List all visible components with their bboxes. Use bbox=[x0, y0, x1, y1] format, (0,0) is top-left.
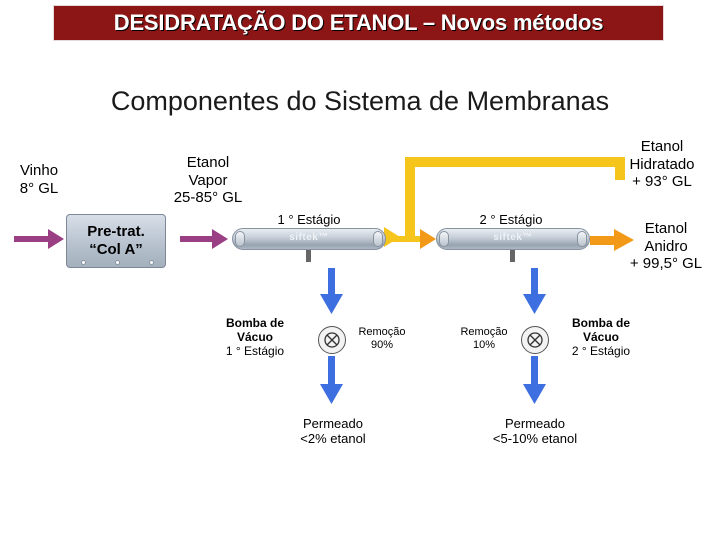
permeate-arrow-1a-shaft bbox=[328, 268, 335, 296]
permeate-arrow-2a-shaft bbox=[531, 268, 538, 296]
pretreatment-label-2: “Col A” bbox=[89, 241, 143, 258]
feed-arrow-icon bbox=[48, 229, 64, 249]
product-arrow-shaft bbox=[590, 236, 616, 245]
title-banner: DESIDRATAÇÃO DO ETANOL – Novos métodos bbox=[53, 5, 664, 41]
diagram-subtitle: Componentes do Sistema de Membranas bbox=[110, 86, 610, 116]
pretreatment-column: Pre-trat. “Col A” bbox=[66, 214, 166, 268]
membrane-brand-2: siftek™ bbox=[493, 232, 533, 243]
membrane-brand-1: siftek™ bbox=[289, 232, 329, 243]
membrane-module-icon: siftek™ bbox=[232, 228, 386, 250]
permeado-1-label: Permeado<2% etanol bbox=[300, 416, 366, 447]
down-arrow-icon bbox=[523, 294, 546, 314]
down-arrow-icon bbox=[320, 294, 343, 314]
vapor-arrow-shaft bbox=[180, 236, 214, 242]
stage-2-label: 2 ° Estágio bbox=[479, 212, 543, 227]
down-arrow-icon bbox=[320, 384, 343, 404]
page-title: DESIDRATAÇÃO DO ETANOL – Novos métodos bbox=[113, 10, 604, 35]
pretreatment-dots bbox=[67, 257, 165, 265]
permeado-2-label: Permeado<5-10% etanol bbox=[492, 416, 578, 447]
permeate-arrow-2b-shaft bbox=[531, 356, 538, 386]
product-arrow-icon bbox=[614, 229, 634, 251]
pump-icon bbox=[521, 326, 549, 354]
stage-connection-arrow-icon bbox=[420, 229, 436, 249]
feed-arrow-shaft bbox=[14, 236, 50, 242]
recycle-line bbox=[405, 157, 625, 237]
down-arrow-icon bbox=[523, 384, 546, 404]
permeate-arrow-1b-shaft bbox=[328, 356, 335, 386]
membrane-module-icon: siftek™ bbox=[436, 228, 590, 250]
pump-icon bbox=[318, 326, 346, 354]
pretreatment-label-1: Pre-trat. bbox=[87, 223, 145, 240]
stage-connection bbox=[386, 236, 422, 242]
vapor-arrow-icon bbox=[212, 229, 228, 249]
stage-1-label: 1 ° Estágio bbox=[277, 212, 341, 227]
